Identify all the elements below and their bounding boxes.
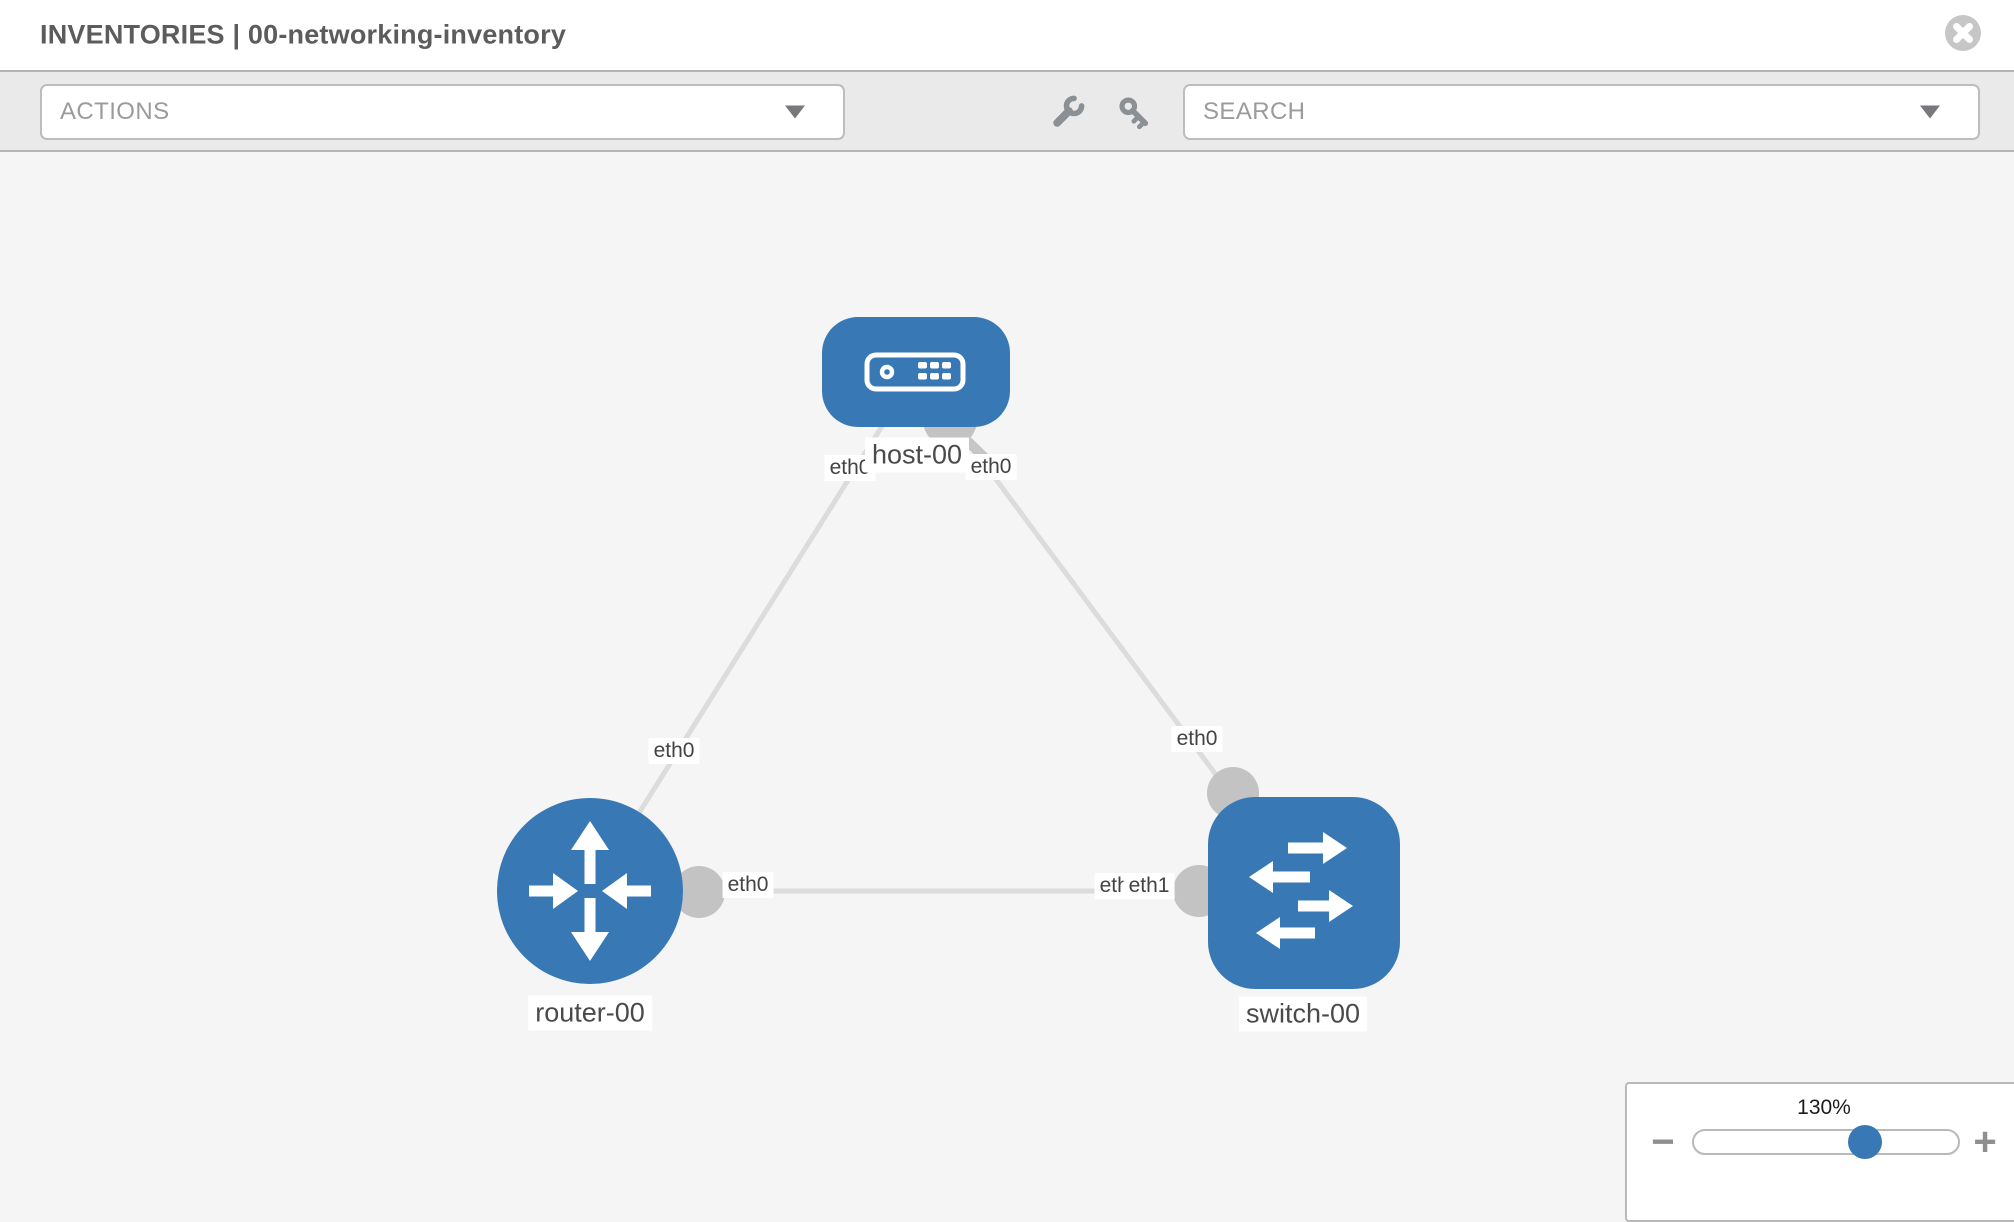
configure-button[interactable] xyxy=(1044,90,1090,136)
zoom-control-panel: 130% − + xyxy=(1625,1082,2014,1222)
search-placeholder: SEARCH xyxy=(1203,98,1306,125)
interface-label: eth1 xyxy=(1123,873,1175,899)
node-label-switch: switch-00 xyxy=(1238,996,1368,1032)
zoom-slider-track[interactable] xyxy=(1692,1129,1960,1155)
actions-dropdown[interactable]: ACTIONS xyxy=(40,84,845,140)
interface-label: eth0 xyxy=(965,454,1017,480)
key-icon xyxy=(1119,97,1149,130)
close-icon xyxy=(1945,15,1981,51)
zoom-level-value: 130% xyxy=(1797,1096,1851,1119)
node-host-00[interactable] xyxy=(822,317,1010,427)
close-button[interactable] xyxy=(1944,14,1982,52)
zoom-out-button[interactable]: − xyxy=(1651,1120,1675,1164)
interface-dot-router-eth0[interactable] xyxy=(673,866,725,918)
router-icon xyxy=(529,821,651,961)
host-icon xyxy=(864,352,966,392)
search-dropdown[interactable]: SEARCH xyxy=(1183,84,1980,140)
interface-label: eth0 xyxy=(648,738,700,764)
credentials-button[interactable] xyxy=(1112,90,1158,136)
node-switch-00[interactable] xyxy=(1208,797,1400,989)
header: INVENTORIES | 00-networking-inventory xyxy=(0,0,2014,72)
actions-dropdown-value: ACTIONS xyxy=(60,98,170,125)
zoom-slider-handle[interactable] xyxy=(1848,1125,1882,1159)
chevron-down-icon xyxy=(785,105,805,119)
toolbar: ACTIONS SEARCH xyxy=(0,72,2014,152)
chevron-down-icon xyxy=(1920,105,1940,119)
node-router-00[interactable] xyxy=(497,798,683,984)
zoom-in-button[interactable]: + xyxy=(1973,1120,1997,1164)
topology-canvas[interactable]: eth0 eth0 eth0 eth0 eth0 eth1 eth1 host-… xyxy=(0,152,2014,1222)
wrench-icon xyxy=(1053,95,1085,127)
node-label-router: router-00 xyxy=(528,995,652,1031)
interface-label: eth0 xyxy=(1171,726,1223,752)
page-title: INVENTORIES | 00-networking-inventory xyxy=(40,19,567,50)
switch-icon xyxy=(1249,832,1353,949)
interface-label: eth0 xyxy=(722,872,774,898)
node-label-host: host-00 xyxy=(864,437,970,473)
